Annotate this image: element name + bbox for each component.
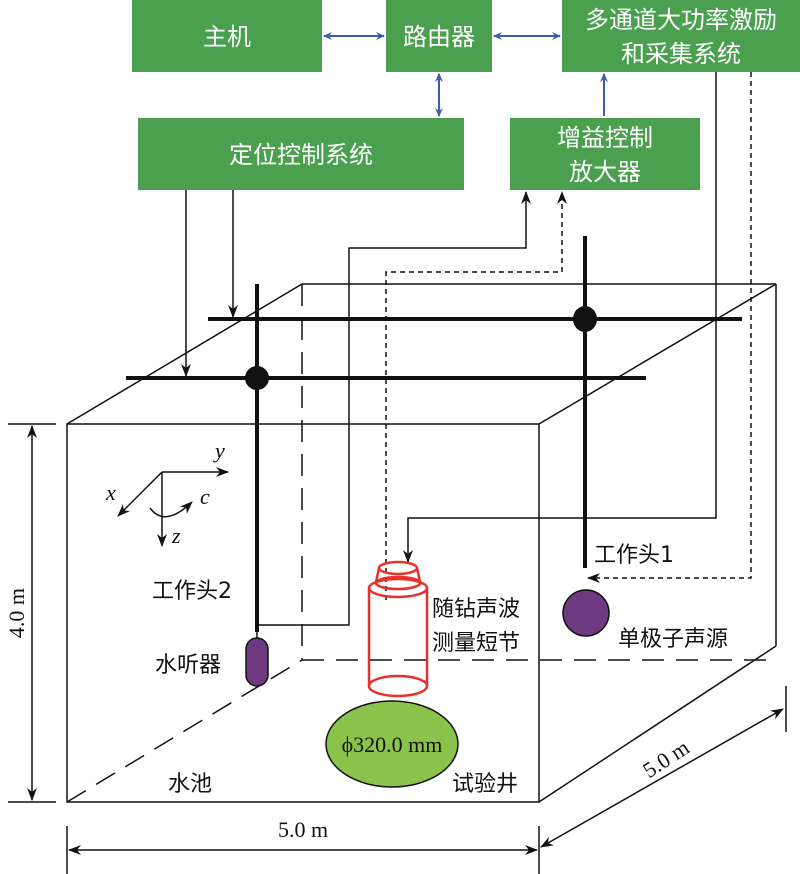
height-dimension-label: 4.0 m: [4, 588, 29, 638]
axis-z-label: z: [171, 523, 181, 548]
well-label: 试验井: [452, 772, 518, 797]
gain-amplifier-box: 增益控制 放大器: [510, 118, 700, 190]
amplifier-label-line1: 增益控制: [557, 124, 653, 152]
pool-label: 水池: [168, 772, 212, 797]
head1-label: 工作头1: [594, 543, 674, 568]
axis-x-label: x: [105, 480, 116, 505]
lwd-acoustic-tool: [367, 560, 429, 698]
excitation-to-source-wire: [587, 72, 752, 583]
positioning-label: 定位控制系统: [229, 141, 373, 169]
width-dimension: 5.0 m: [66, 817, 540, 874]
positioning-control-box: 定位控制系统: [138, 118, 464, 190]
coordinate-axes: y x c z: [105, 438, 229, 548]
test-well: [325, 700, 459, 788]
router-label: 路由器: [403, 23, 475, 51]
tool-label-line2: 测量短节: [432, 631, 520, 656]
head2-joint: [245, 366, 269, 390]
host-box: 主机: [132, 0, 322, 72]
head2-label: 工作头2: [152, 579, 232, 604]
axis-c-label: c: [200, 484, 210, 509]
height-dimension: 4.0 m: [4, 423, 56, 803]
excitation-system-box: 多通道大功率激励 和采集系统: [562, 0, 800, 72]
monopole-source: [562, 589, 610, 637]
axis-y-label: y: [213, 438, 225, 463]
hydrophone-signal-wire: [257, 191, 531, 626]
excitation-to-tool-wire: [403, 72, 717, 563]
source-label: 单极子声源: [618, 627, 728, 652]
amplifier-label-line2: 放大器: [569, 158, 641, 186]
excitation-label-line1: 多通道大功率激励: [585, 6, 777, 34]
host-label: 主机: [203, 23, 251, 51]
well-diameter-label: ϕ320.0 mm: [342, 732, 443, 757]
router-box: 路由器: [386, 0, 492, 72]
tool-label-line1: 随钻声波: [432, 597, 520, 622]
hydrophone: [245, 637, 269, 687]
head1-joint: [573, 306, 597, 332]
depth-dimension: 5.0 m: [540, 686, 787, 848]
hydrophone-label: 水听器: [155, 653, 221, 678]
width-dimension-label: 5.0 m: [278, 817, 328, 842]
excitation-label-line2: 和采集系统: [621, 40, 741, 68]
tool-signal-wire: [385, 191, 567, 600]
